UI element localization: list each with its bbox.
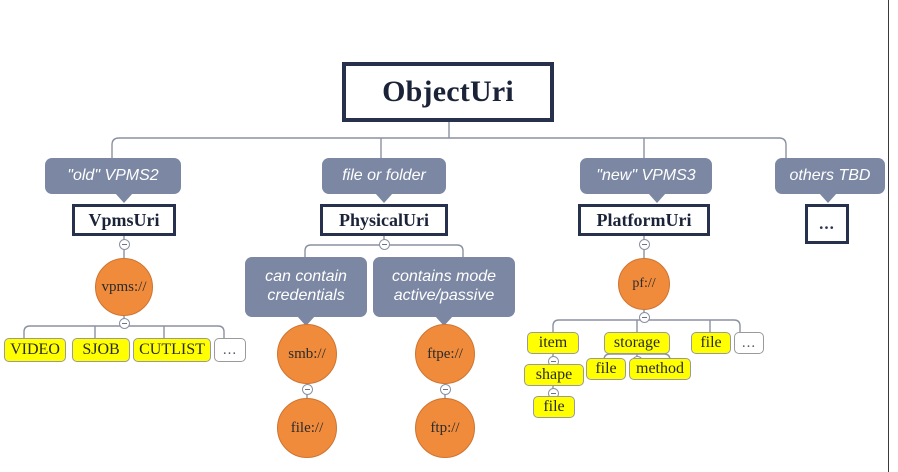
leaf-pf-file[interactable]: file	[691, 332, 731, 354]
callout-new-vpms3[interactable]: "new" VPMS3	[580, 158, 712, 203]
node-label: ftpe://	[427, 345, 463, 362]
callout-others-tbd[interactable]: others TBD	[775, 158, 885, 203]
leaf-label: storage	[613, 334, 661, 351]
callout-label: "old" VPMS2	[67, 166, 159, 184]
callout-old-vpms2[interactable]: "old" VPMS2	[45, 158, 181, 203]
node-label: pf://	[632, 276, 656, 291]
leaf-label: ...	[741, 334, 757, 351]
node-smb-protocol[interactable]: smb://	[277, 324, 337, 384]
leaf-label: ...	[222, 341, 238, 358]
leaf-label: file	[700, 334, 722, 351]
node-label: ...	[819, 214, 835, 233]
node-label: ftp://	[430, 419, 460, 436]
node-vpms-protocol[interactable]: vpms://	[95, 258, 153, 316]
callout-tail	[297, 316, 315, 326]
node-ftpe-protocol[interactable]: ftpe://	[415, 324, 475, 384]
callout-can-contain-credentials[interactable]: can contain credentials	[245, 257, 367, 326]
callout-tail	[648, 193, 666, 203]
leaf-label: VIDEO	[10, 341, 60, 358]
node-file-protocol[interactable]: file://	[277, 398, 337, 458]
callout-line-2: active/passive	[393, 287, 495, 304]
node-label: file://	[290, 419, 324, 436]
collapse-handle-vpms-uri[interactable]	[119, 239, 130, 250]
leaf-label: file	[543, 398, 565, 415]
callout-label: "new" VPMS3	[596, 166, 696, 184]
callout-tail	[819, 193, 837, 203]
leaf-shape[interactable]: shape	[524, 364, 584, 386]
leaf-label: method	[636, 360, 684, 377]
collapse-handle-platform-uri[interactable]	[639, 239, 650, 250]
leaf-pf-more[interactable]: ...	[734, 332, 764, 354]
node-label: PhysicalUri	[339, 209, 429, 230]
node-platform-uri[interactable]: PlatformUri	[578, 204, 710, 236]
callout-label: file or folder	[342, 166, 426, 184]
node-pf-protocol[interactable]: pf://	[618, 258, 670, 310]
node-label: vpms://	[101, 278, 147, 295]
canvas-right-border	[888, 0, 889, 472]
callout-tail	[115, 193, 133, 203]
leaf-item[interactable]: item	[527, 332, 579, 354]
leaf-shape-file[interactable]: file	[533, 396, 575, 418]
node-label: smb://	[288, 345, 326, 362]
leaf-label: shape	[535, 366, 573, 383]
node-object-uri[interactable]: ObjectUri	[342, 62, 554, 122]
leaf-sjob[interactable]: SJOB	[72, 338, 130, 362]
node-physical-uri[interactable]: PhysicalUri	[320, 204, 448, 236]
leaf-label: file	[595, 360, 617, 377]
collapse-handle-ftpe[interactable]	[440, 384, 451, 395]
leaf-storage-method[interactable]: method	[629, 358, 691, 380]
callout-line-2: credentials	[267, 287, 345, 304]
node-label: PlatformUri	[596, 209, 692, 230]
node-vpms-uri[interactable]: VpmsUri	[72, 204, 176, 236]
leaf-storage[interactable]: storage	[604, 332, 670, 354]
callout-file-or-folder[interactable]: file or folder	[322, 158, 446, 203]
node-others-placeholder[interactable]: ...	[805, 204, 849, 244]
callout-label: others TBD	[789, 166, 871, 184]
collapse-handle-pf[interactable]	[639, 312, 650, 323]
collapse-handle-smb[interactable]	[302, 384, 313, 395]
collapse-handle-vpms-protocol[interactable]	[119, 318, 130, 329]
leaf-vpms-more[interactable]: ...	[214, 338, 246, 362]
callout-contains-mode[interactable]: contains mode active/passive	[373, 257, 515, 326]
leaf-label: SJOB	[82, 341, 120, 358]
leaf-cutlist[interactable]: CUTLIST	[133, 338, 211, 362]
callout-line-1: can contain	[265, 268, 347, 286]
callout-tail	[375, 193, 393, 203]
node-ftp-protocol[interactable]: ftp://	[415, 398, 475, 458]
leaf-video[interactable]: VIDEO	[4, 338, 66, 362]
callout-tail	[435, 316, 453, 326]
node-label: VpmsUri	[88, 209, 160, 230]
leaf-label: item	[538, 334, 568, 351]
leaf-label: CUTLIST	[139, 341, 205, 358]
callout-line-1: contains mode	[391, 268, 497, 286]
collapse-handle-physical-uri[interactable]	[379, 239, 390, 250]
node-label: ObjectUri	[382, 75, 514, 108]
leaf-storage-file[interactable]: file	[586, 358, 626, 380]
